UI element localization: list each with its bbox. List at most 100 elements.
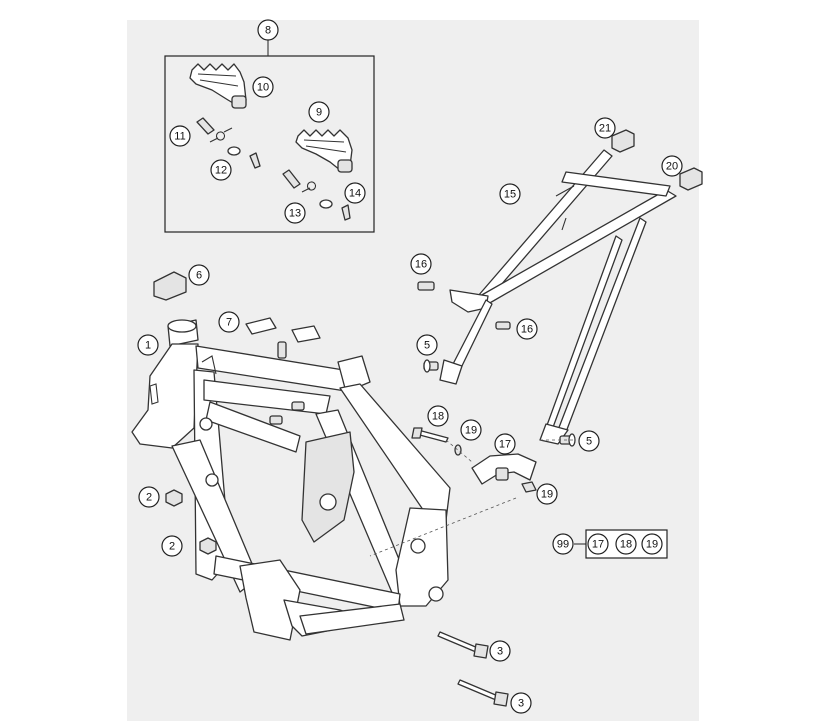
callout-circle [188,264,210,286]
callout-c1: 1 [137,334,159,356]
footrest-spring-left [209,127,233,143]
callout-label: 10 [257,82,269,94]
callout-c21: 21 [594,117,616,139]
callout-label: 19 [465,425,477,437]
callout-c11: 11 [169,125,191,147]
footrest-pin-right [282,169,301,189]
callout-c3a: 3 [489,640,511,662]
main-frame [131,319,451,641]
callout-kit-99: 99 [552,533,574,555]
callout-circle [594,117,616,139]
screw-18 [411,427,449,443]
frame-protector-20 [679,167,703,191]
callout-c8: 8 [257,19,279,41]
callout-label: 2 [169,541,175,553]
callout-label: 17 [499,439,511,451]
footrest-spring-right [301,181,317,193]
callout-c18: 18 [427,405,449,427]
nut-2-upper [165,489,183,507]
block-7-right [291,325,321,343]
callout-circle [510,692,532,714]
callout-label: 1 [145,340,151,352]
callout-label: 16 [521,324,533,336]
callout-circle [218,311,240,333]
callout-c10: 10 [252,76,274,98]
callout-circle [552,533,574,555]
callout-c9: 9 [308,101,330,123]
callout-c20: 20 [661,155,683,177]
screw-16-upper [417,281,435,291]
callout-label: 15 [504,189,516,201]
callout-circle [308,101,330,123]
callout-circle [252,76,274,98]
footrest-right [295,129,353,173]
bolt-3-upper [437,631,489,659]
kit-item-callout: 19 [641,533,663,555]
callout-c2a: 2 [138,486,160,508]
cap-part-6 [153,271,187,301]
bracket-17 [471,453,537,485]
callout-c17: 17 [494,433,516,455]
callout-label: 2 [146,492,152,504]
callout-c6: 6 [188,264,210,286]
washer-19-upper [454,444,462,456]
callout-circle [169,125,191,147]
callout-circle [161,535,183,557]
frame-protector-21 [611,129,635,153]
callout-label: 13 [289,208,301,220]
callout-circle [641,533,663,555]
callout-circle [137,334,159,356]
callout-circle [499,183,521,205]
callout-label: 8 [265,25,271,37]
callout-circle [578,430,600,452]
callout-c5a: 5 [416,334,438,356]
callout-label: 19 [541,489,553,501]
callout-label: 7 [226,317,232,329]
callout-circle [460,419,482,441]
callout-circle [284,202,306,224]
nut-2-lower [199,537,217,555]
callout-circle [427,405,449,427]
callout-label: 3 [518,698,524,710]
callout-label: 14 [349,188,361,200]
callout-circle [257,19,279,41]
callout-c7: 7 [218,311,240,333]
callout-label: 19 [646,539,658,551]
callout-c19b: 19 [536,483,558,505]
subframe [439,149,677,445]
callout-label: 16 [415,259,427,271]
callout-label: 9 [316,107,322,119]
screw-5-upper [423,359,439,373]
callout-circle [489,640,511,662]
screw-16-lower [495,321,511,330]
callout-label: 5 [424,340,430,352]
callout-label: 12 [215,165,227,177]
kit-item-callout: 18 [615,533,637,555]
footrest-pin-left [196,117,215,135]
callout-c13: 13 [284,202,306,224]
callout-label: 6 [196,270,202,282]
callout-label: 3 [497,646,503,658]
footrest-left [189,63,247,109]
callout-c16b: 16 [516,318,538,340]
callout-circle [661,155,683,177]
callout-circle [210,159,232,181]
callout-circle [494,433,516,455]
callout-circle [587,533,609,555]
callout-circle [344,182,366,204]
cotter-pin-left [249,152,261,169]
washer-left [227,146,241,156]
callout-c3b: 3 [510,692,532,714]
nut-19-lower [521,481,537,493]
callout-circle [416,334,438,356]
cotter-pin-right [341,204,351,221]
washer-right [319,199,333,209]
callout-c14: 14 [344,182,366,204]
callout-label: 11 [174,131,185,143]
callout-label: 5 [586,436,592,448]
callout-label: 18 [432,411,444,423]
callout-c15: 15 [499,183,521,205]
